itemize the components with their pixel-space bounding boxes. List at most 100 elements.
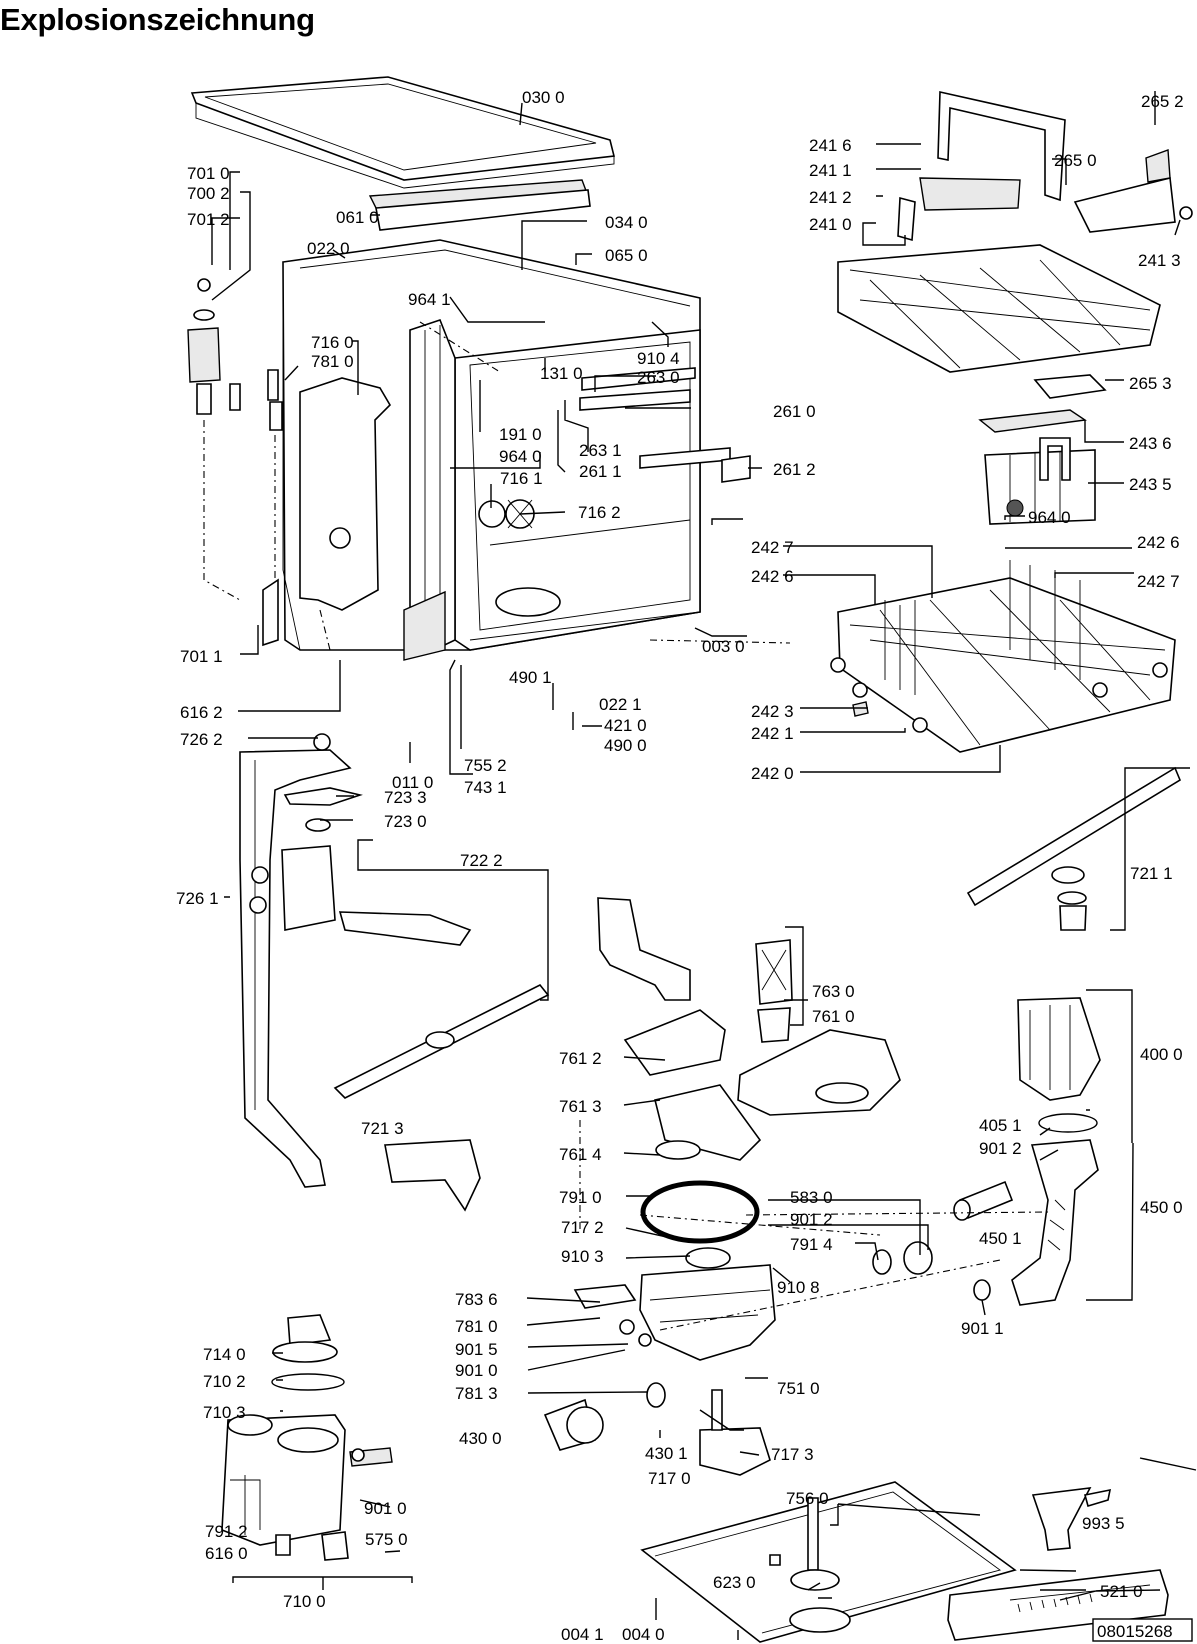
axis-line [203,420,276,601]
part-label: 242 6 [751,567,794,586]
part-label: 004 0 [622,1625,665,1644]
part-label: 265 2 [1141,92,1184,111]
part-label: 241 0 [809,215,852,234]
part-label: 743 1 [464,778,507,797]
part-label: 022 1 [599,695,642,714]
part-label: 004 1 [561,1625,604,1644]
spray-arm-part [281,787,550,1212]
part-number-labels: 030 0 701 0 700 2 701 2 061 0 034 0 022 … [176,88,1184,1644]
upper-basket-part [837,91,1193,373]
axis-line [319,321,1049,1331]
sump-parts [543,1009,776,1476]
part-label: 242 1 [751,724,794,743]
part-label: 761 4 [559,1145,602,1164]
part-label: 756 0 [786,1489,829,1508]
part-label: 243 6 [1129,434,1172,453]
part-label: 022 0 [307,239,350,258]
part-label: 034 0 [605,213,648,232]
part-label: 061 0 [336,208,379,227]
lower-basket-part [830,560,1176,753]
part-label: 241 2 [809,188,852,207]
part-label: 716 1 [500,469,543,488]
cutlery-basket-part [978,374,1107,525]
part-label: 265 3 [1129,374,1172,393]
part-label: 710 2 [203,1372,246,1391]
part-label: 261 1 [579,462,622,481]
part-label: 761 3 [559,1097,602,1116]
part-label: 242 7 [751,538,794,557]
part-label: 700 2 [187,184,230,203]
part-label: 421 0 [604,716,647,735]
part-label: 910 8 [777,1278,820,1297]
part-label: 901 1 [961,1319,1004,1338]
part-label: 241 3 [1138,251,1181,270]
part-label: 910 4 [637,349,680,368]
part-label: 261 2 [773,460,816,479]
part-label: 781 3 [455,1384,498,1403]
part-label: 791 4 [790,1235,833,1254]
leader-lines [211,91,1197,1640]
part-label: 791 0 [559,1188,602,1207]
part-label: 405 1 [979,1116,1022,1135]
part-label: 263 0 [637,368,680,387]
part-label: 761 2 [559,1049,602,1068]
part-label: 901 5 [455,1340,498,1359]
part-label: 003 0 [702,637,745,656]
part-label: 242 3 [751,702,794,721]
part-label: 242 6 [1137,533,1180,552]
page-title: Explosionszeichnung [0,2,315,37]
part-label: 910 3 [561,1247,604,1266]
funnel-part [1031,1487,1112,1551]
part-label: 964 1 [408,290,451,309]
part-label: 791 2 [205,1522,248,1541]
duct-part [597,897,691,1001]
part-label: 964 0 [499,447,542,466]
part-label: 755 2 [464,756,507,775]
part-label: 964 0 [1028,508,1071,527]
part-label: 450 0 [1140,1198,1183,1217]
part-label: 723 0 [384,812,427,831]
part-label: 583 0 [790,1188,833,1207]
part-label: 761 0 [812,1007,855,1026]
part-label: 901 0 [455,1361,498,1380]
part-label: 901 2 [790,1210,833,1229]
part-label: 714 0 [203,1345,246,1364]
part-label: 623 0 [713,1573,756,1592]
part-label: 430 0 [459,1429,502,1448]
part-label: 701 1 [180,647,223,666]
part-label: 901 2 [979,1139,1022,1158]
part-label: 241 1 [809,161,852,180]
part-label: 763 0 [812,982,855,1001]
foot-parts [187,278,283,647]
tub-cabinet-part [282,239,701,661]
insulation-strip-part [368,179,591,231]
part-label: 710 3 [203,1403,246,1422]
document-number: 08015268 [1097,1622,1173,1641]
part-label: 261 0 [773,402,816,421]
front-panel-part [947,1569,1169,1641]
part-label: 575 0 [365,1530,408,1549]
part-label: 781 0 [311,352,354,371]
part-label: 616 0 [205,1544,248,1563]
part-label: 400 0 [1140,1045,1183,1064]
part-label: 265 0 [1054,151,1097,170]
part-label: 490 1 [509,668,552,687]
part-label: 242 7 [1137,572,1180,591]
part-label: 191 0 [499,425,542,444]
worktop-part [190,76,615,189]
part-label: 783 6 [455,1290,498,1309]
document-number-box: 08015268 [1092,1618,1193,1642]
part-label: 721 3 [361,1119,404,1138]
part-label: 263 1 [579,441,622,460]
part-label: 723 3 [384,788,427,807]
part-label: 701 0 [187,164,230,183]
part-label: 241 6 [809,136,852,155]
part-label: 030 0 [522,88,565,107]
part-label: 521 0 [1100,1582,1143,1601]
water-softener-part [221,1314,393,1561]
part-label: 011 0 [392,773,433,792]
filter-part [737,939,901,1116]
part-label: 065 0 [605,246,648,265]
rails-part [579,367,751,483]
